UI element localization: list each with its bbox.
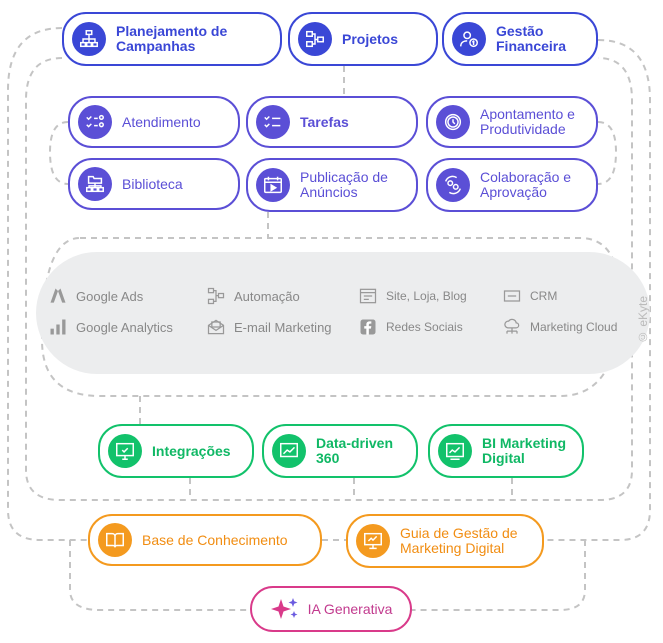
chart-line-icon — [272, 434, 306, 468]
cloud-network-icon — [504, 318, 520, 334]
tool-site-loja-blog: Site, Loja, Blog — [358, 286, 467, 306]
google-analytics-icon — [50, 319, 66, 335]
node-label: Gestão Financeira — [496, 23, 567, 54]
flowchart-icon — [298, 22, 332, 56]
bi-marketing-node[interactable]: BI Marketing Digital — [428, 424, 584, 478]
node-label: Base de Conhecimento — [142, 531, 288, 548]
projetos-node[interactable]: Projetos — [288, 12, 438, 66]
planejamento-campanhas-node[interactable]: Planejamento de Campanhas — [62, 12, 282, 66]
tool-label: Site, Loja, Blog — [386, 289, 467, 303]
dashboard-chart-icon — [438, 434, 472, 468]
tool-label: Google Analytics — [76, 319, 173, 335]
integration-tools-cloud — [36, 252, 650, 374]
email-icon — [207, 319, 225, 335]
tool-label: Google Ads — [76, 288, 144, 304]
biblioteca-node[interactable]: Biblioteca — [68, 158, 240, 210]
tool-label: Marketing Cloud — [530, 320, 618, 334]
user-dollar-icon — [452, 22, 486, 56]
colaboracao-node[interactable]: Colaboração e Aprovação — [426, 158, 598, 212]
tool-marketing-cloud: Marketing Cloud — [502, 317, 617, 337]
tool-redes-sociais: Redes Sociais — [358, 317, 463, 337]
book-icon — [98, 523, 132, 557]
node-label: Tarefas — [300, 113, 349, 130]
tool-google-analytics: Google Analytics — [48, 317, 173, 337]
ia-generativa-node[interactable]: IA Generativa — [250, 586, 412, 632]
tool-label: Redes Sociais — [386, 320, 463, 334]
node-label: BI Marketing Digital — [482, 435, 567, 466]
facebook-icon — [360, 319, 376, 335]
tool-label: CRM — [530, 289, 558, 303]
atendimento-node[interactable]: Atendimento — [68, 96, 240, 148]
node-label: Projetos — [342, 30, 399, 47]
guia-gestao-node[interactable]: Guia de Gestão de Marketing Digital — [346, 514, 544, 568]
base-conhecimento-node[interactable]: Base de Conhecimento — [88, 514, 322, 566]
node-label: Atendimento — [122, 113, 201, 130]
google-ads-icon — [50, 288, 66, 303]
node-label: Guia de Gestão de Marketing Digital — [400, 525, 518, 556]
clock-icon — [436, 105, 470, 139]
node-label: Planejamento de Campanhas — [116, 23, 228, 54]
tool-email-marketing: E-mail Marketing — [206, 317, 332, 337]
integracoes-node[interactable]: Integrações — [98, 424, 254, 478]
watermark: © eKyte — [636, 295, 650, 345]
automation-icon — [207, 287, 225, 305]
calendar-play-icon — [256, 168, 290, 202]
tool-label: Automação — [234, 288, 300, 304]
org-chart-icon — [72, 22, 106, 56]
node-label: Data-driven 360 — [316, 435, 394, 466]
presentation-icon — [356, 524, 390, 558]
node-label: Biblioteca — [122, 175, 183, 192]
screen-icon — [108, 434, 142, 468]
crm-icon — [503, 290, 521, 302]
tarefas-node[interactable]: Tarefas — [246, 96, 418, 148]
node-label: Integrações — [152, 442, 231, 459]
tool-automacao: Automação — [206, 286, 300, 306]
tool-crm: CRM — [502, 286, 557, 306]
node-label: Colaboração e Aprovação — [480, 169, 572, 200]
publicacao-anuncios-node[interactable]: Publicação de Anúncios — [246, 158, 418, 212]
browser-icon — [359, 288, 377, 304]
people-sync-icon — [436, 168, 470, 202]
tool-label: E-mail Marketing — [234, 319, 332, 335]
node-label: Apontamento e Produtividade — [480, 106, 575, 137]
tool-google-ads: Google Ads — [48, 286, 143, 306]
sparkles-icon — [270, 598, 298, 619]
checklist-user-icon — [78, 105, 112, 139]
node-label: Publicação de Anúncios — [300, 169, 388, 200]
node-label: IA Generativa — [307, 600, 393, 617]
folder-tree-icon — [78, 167, 112, 201]
checklist-icon — [256, 105, 290, 139]
gestao-financeira-node[interactable]: Gestão Financeira — [442, 12, 598, 66]
data-driven-node[interactable]: Data-driven 360 — [262, 424, 418, 478]
apontamento-node[interactable]: Apontamento e Produtividade — [426, 96, 598, 148]
